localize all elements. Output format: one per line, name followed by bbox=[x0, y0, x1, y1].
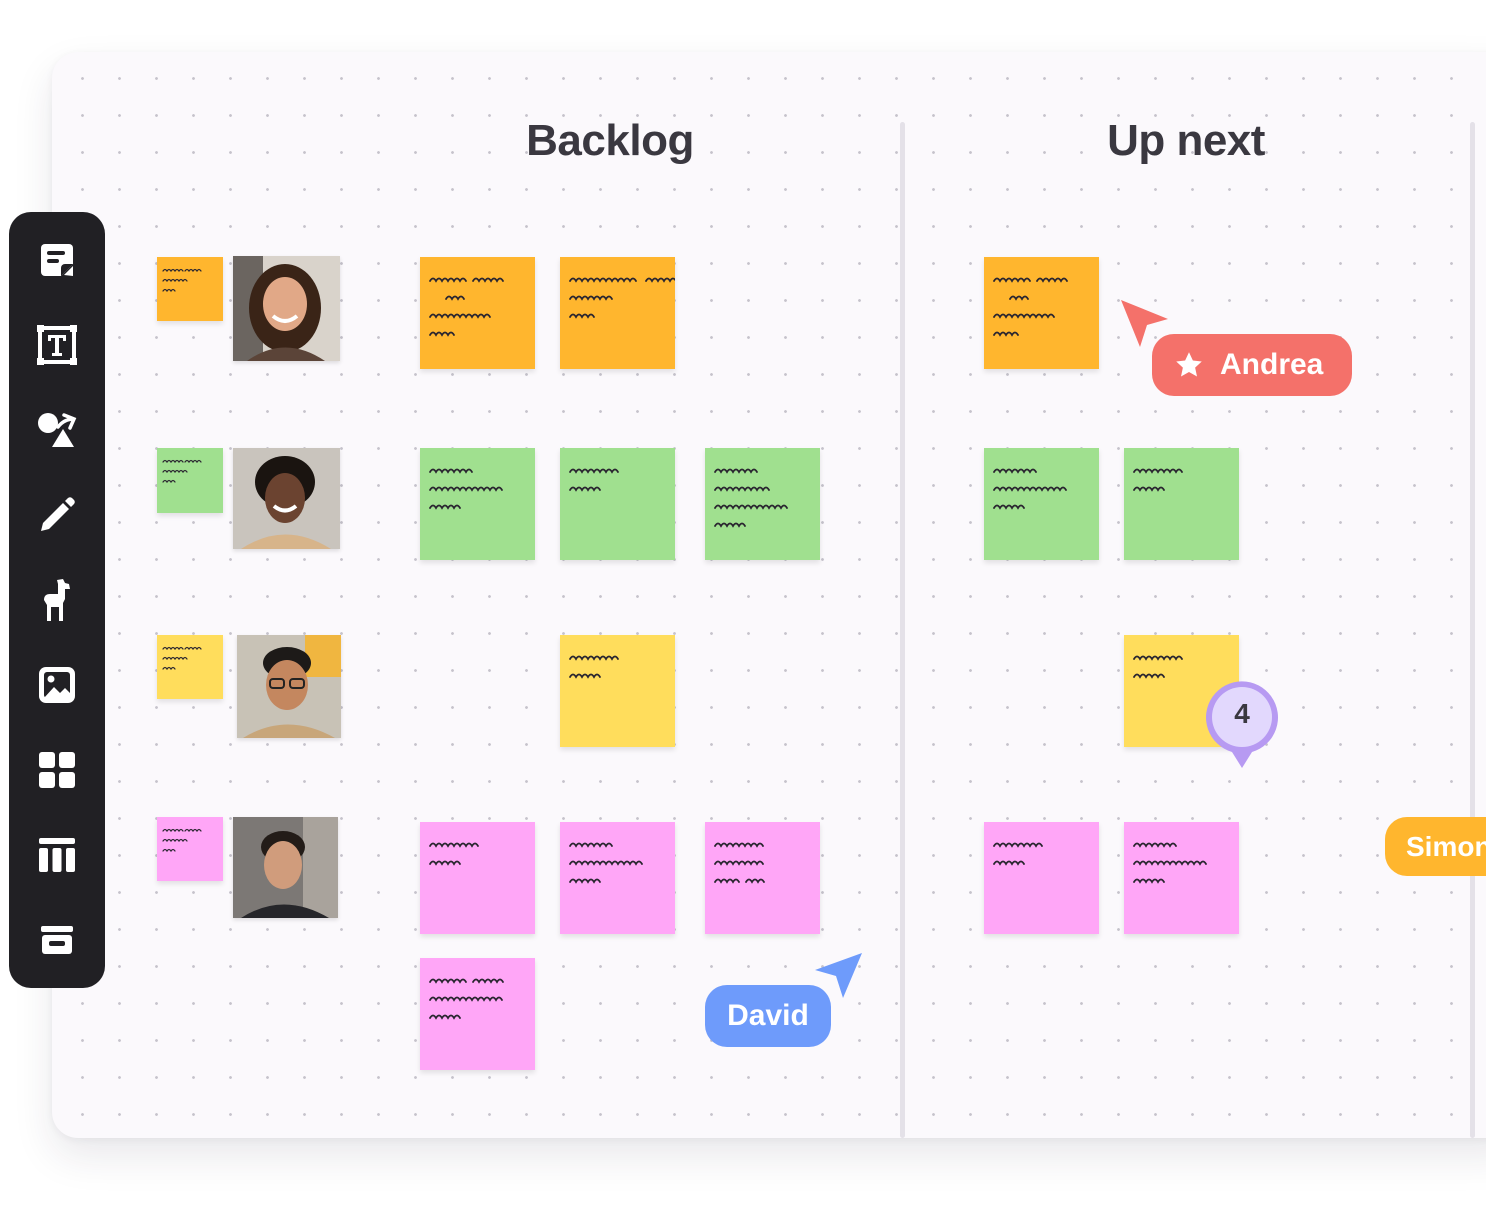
column-divider bbox=[900, 122, 905, 1138]
star-icon bbox=[1176, 352, 1202, 377]
shapes-icon bbox=[38, 413, 77, 447]
grid-icon bbox=[39, 752, 75, 788]
pen-tool[interactable] bbox=[33, 491, 81, 539]
llama-icon bbox=[44, 579, 70, 621]
image-icon bbox=[39, 667, 75, 703]
handwriting-scribble bbox=[993, 842, 1043, 866]
avatar-woman-natural-hair bbox=[233, 448, 340, 549]
handwriting-scribble bbox=[162, 459, 202, 484]
column-divider bbox=[1470, 122, 1475, 1138]
stamp-tool[interactable] bbox=[33, 576, 81, 624]
sticky-note[interactable] bbox=[705, 448, 820, 560]
handwriting-scribble bbox=[569, 277, 675, 319]
handwriting-scribble bbox=[993, 277, 1068, 337]
image-tool[interactable] bbox=[33, 661, 81, 709]
handwriting-scribble bbox=[429, 978, 504, 1020]
handwriting-scribble bbox=[162, 268, 202, 293]
sticky-note[interactable] bbox=[560, 635, 675, 747]
sticky-note[interactable] bbox=[984, 257, 1099, 369]
row-label-note[interactable] bbox=[157, 635, 223, 699]
cursor-label-andrea: Andrea bbox=[1152, 334, 1352, 396]
sticky-note[interactable] bbox=[984, 448, 1099, 560]
table-icon bbox=[39, 838, 75, 872]
column-title-up-next[interactable]: Up next bbox=[1107, 116, 1265, 165]
handwriting-scribble bbox=[429, 277, 504, 337]
comment-pin[interactable]: 4 bbox=[1202, 678, 1282, 770]
handwriting-scribble bbox=[162, 646, 202, 671]
sticky-note[interactable] bbox=[420, 822, 535, 934]
cursor-name-andrea: Andrea bbox=[1220, 348, 1324, 381]
handwriting-scribble bbox=[569, 468, 619, 492]
handwriting-scribble bbox=[569, 842, 643, 884]
sticky-note-tool[interactable] bbox=[33, 236, 81, 284]
comment-count: 4 bbox=[1234, 698, 1250, 729]
handwriting-scribble bbox=[1133, 655, 1183, 679]
sticky-note[interactable] bbox=[1124, 448, 1239, 560]
handwriting-scribble bbox=[429, 468, 503, 510]
text-icon bbox=[37, 325, 77, 365]
sticky-note[interactable] bbox=[560, 822, 675, 934]
widgets-tool[interactable] bbox=[33, 746, 81, 794]
sticky-note-icon bbox=[41, 244, 73, 276]
row-label-note[interactable] bbox=[157, 257, 223, 321]
toolbar bbox=[9, 212, 105, 988]
avatar-man-glasses bbox=[237, 635, 341, 738]
sticky-note[interactable] bbox=[984, 822, 1099, 934]
cursor-name-david: David bbox=[727, 999, 809, 1032]
sticky-note[interactable] bbox=[1124, 822, 1239, 934]
sticky-note[interactable] bbox=[420, 958, 535, 1070]
handwriting-scribble bbox=[1133, 842, 1207, 884]
section-tool[interactable] bbox=[33, 916, 81, 964]
sticky-note[interactable] bbox=[560, 257, 675, 369]
pencil-icon bbox=[41, 497, 75, 531]
section-icon bbox=[41, 926, 73, 954]
handwriting-scribble bbox=[429, 842, 479, 866]
row-label-note[interactable] bbox=[157, 448, 223, 513]
handwriting-scribble bbox=[714, 468, 788, 528]
sticky-note[interactable] bbox=[705, 822, 820, 934]
cursor-label-simon: Simon bbox=[1385, 817, 1486, 876]
table-tool[interactable] bbox=[33, 831, 81, 879]
avatar-man-dark-hair bbox=[233, 817, 338, 918]
handwriting-scribble bbox=[714, 842, 765, 884]
whiteboard-canvas[interactable] bbox=[52, 52, 1486, 1138]
handwriting-scribble bbox=[162, 828, 202, 853]
sticky-note[interactable] bbox=[420, 257, 535, 369]
avatar-woman-curly-hair bbox=[233, 256, 340, 361]
cursor-arrow-andrea bbox=[1121, 300, 1168, 347]
shapes-tool[interactable] bbox=[33, 406, 81, 454]
sticky-note[interactable] bbox=[420, 448, 535, 560]
cursor-label-david: David bbox=[705, 985, 831, 1047]
column-title-backlog[interactable]: Backlog bbox=[526, 116, 694, 165]
handwriting-scribble bbox=[993, 468, 1067, 510]
handwriting-scribble bbox=[569, 655, 619, 679]
text-tool[interactable] bbox=[33, 321, 81, 369]
sticky-note[interactable] bbox=[560, 448, 675, 560]
row-label-note[interactable] bbox=[157, 817, 223, 881]
handwriting-scribble bbox=[1133, 468, 1183, 492]
cursor-name-simon: Simon bbox=[1406, 830, 1486, 862]
cursor-arrow-david bbox=[815, 953, 862, 998]
